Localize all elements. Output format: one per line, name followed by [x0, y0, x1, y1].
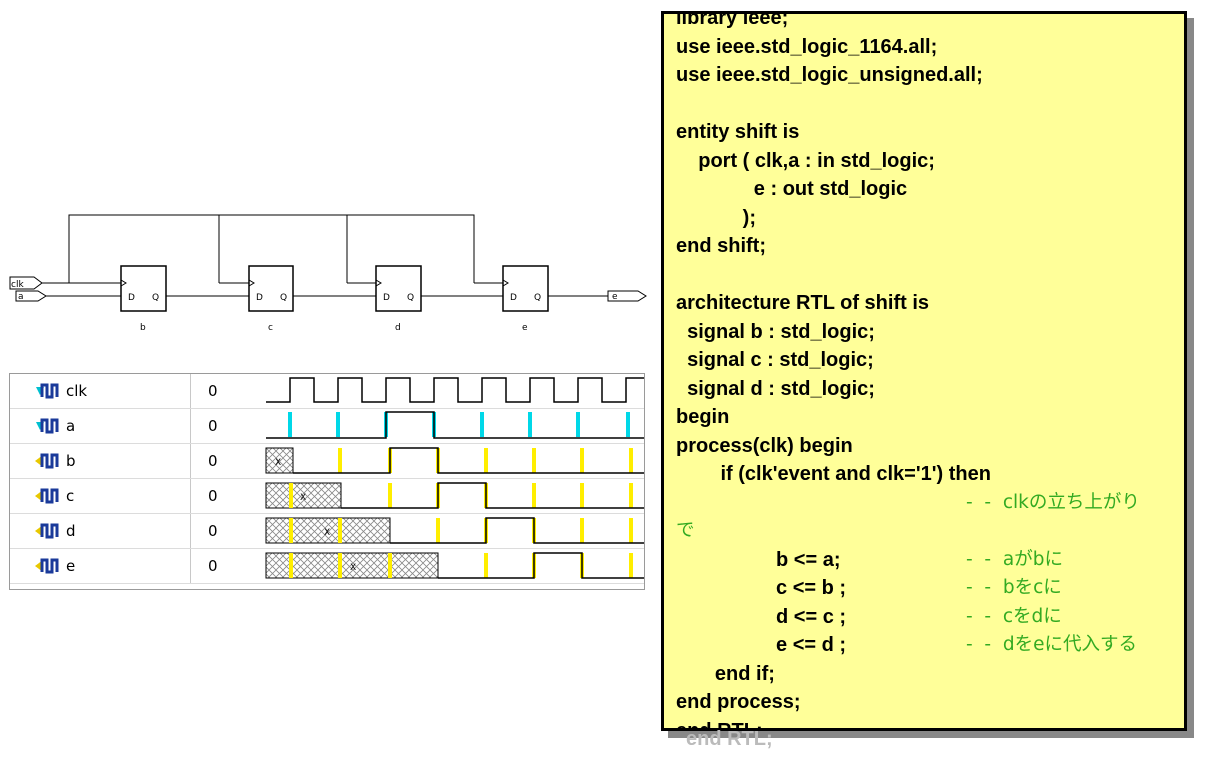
flipflop-e: D Q e: [502, 265, 549, 333]
svg-text:D: D: [128, 293, 135, 303]
c-trace: X: [265, 482, 644, 509]
shift-register-schematic: clk a D Q b D Q c D Q d D Q e: [9, 214, 647, 333]
code-line: end shift;: [676, 235, 766, 257]
code-line: process(clk) begin: [676, 434, 853, 457]
code-comment: で: [676, 520, 695, 541]
code-line: e : out std_logic: [676, 178, 908, 200]
svg-text:d: d: [395, 323, 401, 333]
code-line: use ieee.std_logic_unsigned.all;: [676, 64, 983, 86]
signal-value: 0: [208, 452, 218, 470]
svg-text:c: c: [268, 323, 273, 333]
svg-text:D: D: [256, 293, 263, 303]
code-line: signal d : std_logic;: [676, 377, 875, 400]
svg-text:Q: Q: [534, 293, 541, 303]
signal-value: 0: [208, 382, 218, 400]
code-line: port ( clk,a : in std_logic;: [676, 149, 935, 172]
code-line: architecture RTL of shift is: [676, 292, 930, 314]
code-comment: - - aがbに: [966, 548, 1063, 570]
signal-name: b: [66, 452, 76, 470]
svg-text:b: b: [140, 323, 146, 333]
unknown-marker: X: [275, 458, 281, 468]
signal-value: 0: [208, 487, 218, 505]
code-line: entity shift is: [676, 121, 800, 143]
flipflop-d: D Q d: [375, 265, 422, 333]
svg-text:Q: Q: [280, 293, 287, 303]
svg-text:e: e: [522, 323, 528, 333]
svg-text:Q: Q: [152, 293, 159, 303]
code-line: signal b : std_logic;: [676, 320, 875, 343]
a-trace: [266, 411, 644, 439]
flipflop-b: D Q b: [120, 265, 167, 333]
code-comment: - - cをdに: [966, 605, 1062, 627]
signal-row-e[interactable]: e 0: [10, 549, 644, 584]
code-line: );: [676, 206, 756, 229]
svg-text:Q: Q: [407, 293, 414, 303]
signal-name: e: [66, 557, 76, 575]
d-trace: X: [265, 517, 644, 544]
internal-signal-icon: [35, 523, 59, 539]
a-input-port: a: [15, 290, 121, 302]
code-line: signal c : std_logic;: [676, 349, 874, 371]
code-line: d <= c ;: [676, 605, 847, 628]
signal-row-clk[interactable]: clk 0: [10, 374, 644, 409]
clk-trace: [266, 377, 644, 403]
flipflop-c: D Q c: [248, 265, 294, 333]
code-comment: - - dをeに代入する: [966, 634, 1137, 655]
code-line: library ieee;: [676, 11, 789, 29]
code-comment: - - clkの立ち上がり: [966, 491, 1140, 513]
b-trace: X: [265, 447, 644, 474]
e-output-port: e: [607, 290, 647, 302]
signal-name: c: [66, 487, 75, 505]
svg-text:D: D: [383, 293, 390, 303]
output-signal-icon: [35, 558, 59, 574]
code-line: end if;: [676, 662, 775, 685]
code-line: c <= b ;: [676, 577, 847, 599]
signal-name: d: [66, 522, 76, 540]
svg-text:clk: clk: [11, 280, 24, 290]
e-trace: X: [265, 552, 644, 579]
signal-row-b[interactable]: b 0: [10, 444, 644, 479]
input-signal-icon: [36, 383, 59, 399]
signal-row-d[interactable]: d 0: [10, 514, 644, 549]
unknown-marker: X: [300, 493, 306, 503]
code-line: use ieee.std_logic_1164.all;: [676, 35, 938, 58]
code-line: end RTL;: [676, 719, 763, 731]
signal-name: clk: [66, 382, 88, 400]
unknown-marker: X: [350, 563, 356, 573]
code-line: if (clk'event and clk='1') then: [676, 463, 991, 485]
svg-text:e: e: [612, 292, 618, 302]
code-comment: - - bをcに: [966, 577, 1062, 598]
code-line: b <= a;: [676, 548, 841, 571]
signal-value: 0: [208, 557, 218, 575]
signal-name: a: [66, 417, 76, 435]
signal-value: 0: [208, 417, 218, 435]
vhdl-code-panel: library ieee; use ieee.std_logic_1164.all…: [661, 11, 1187, 731]
signal-row-c[interactable]: c 0: [10, 479, 644, 514]
svg-text:a: a: [18, 292, 24, 302]
internal-signal-icon: [35, 453, 59, 469]
waveform-viewer: clk 0 a 0 b 0 c 0 d 0 e 0: [9, 373, 645, 590]
feedback-wire-1: [68, 214, 475, 283]
code-line: e <= d ;: [676, 634, 847, 656]
code-line: begin: [676, 406, 730, 428]
svg-text:D: D: [510, 293, 517, 303]
waveform-traces: X X X: [265, 377, 644, 579]
ghost-text: end RTL;: [686, 728, 773, 750]
signal-row-a[interactable]: a 0: [10, 409, 644, 444]
signal-value: 0: [208, 522, 218, 540]
internal-signal-icon: [35, 488, 59, 504]
clk-input-port: clk: [9, 276, 69, 290]
code-line: end process;: [676, 691, 801, 713]
unknown-marker: X: [324, 528, 330, 538]
input-signal-icon: [36, 418, 59, 434]
